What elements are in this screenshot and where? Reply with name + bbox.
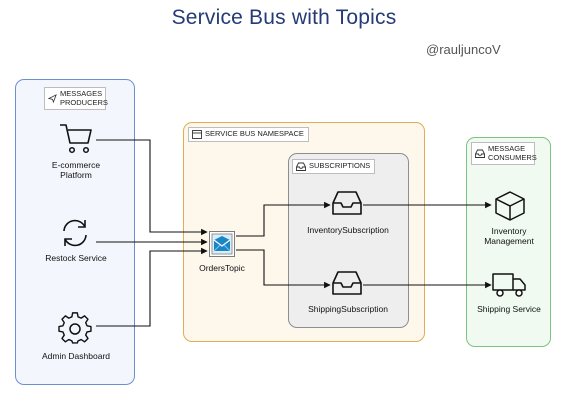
- namespace-group-label: SERVICE BUS NAMESPACE: [188, 127, 309, 142]
- consumers-group: [466, 137, 551, 347]
- consumer-label: Shipping Service: [477, 304, 541, 314]
- arrow-ecommerce-to-topic: [96, 139, 208, 236]
- consumer-label: Inventory Management: [484, 226, 534, 246]
- arrow-admin-to-topic: [96, 247, 208, 327]
- topic-envelope-icon: [209, 231, 235, 257]
- send-icon: [48, 94, 57, 103]
- subscriptions-group-title: SUBSCRIPTIONS: [309, 161, 371, 171]
- producer-label: E-commerce Platform: [51, 160, 101, 180]
- consumers-group-title: MESSAGE CONSUMERS: [488, 144, 537, 162]
- gear-icon: [58, 312, 92, 344]
- producers-group-title: MESSAGES PRODUCERS: [60, 89, 108, 107]
- arrow-topic-to-inventory-subscription: [236, 201, 331, 237]
- producer-label: Restock Service: [45, 253, 107, 263]
- shopping-cart-icon: [60, 124, 92, 154]
- refresh-icon: [63, 219, 87, 247]
- consumers-group-label: MESSAGE CONSUMERS: [471, 142, 537, 165]
- package-cube-icon: [495, 191, 525, 221]
- subscriptions-group-label: SUBSCRIPTIONS: [292, 159, 376, 174]
- inbox-tray-icon: [332, 271, 362, 295]
- subscription-label: InventorySubscription: [307, 225, 389, 235]
- diagram-title: Service Bus with Topics: [171, 6, 397, 29]
- producer-label: Admin Dashboard: [41, 351, 111, 361]
- subscription-label: ShippingSubscription: [308, 304, 388, 314]
- producers-group-label: MESSAGES PRODUCERS: [44, 87, 108, 110]
- arrow-topic-to-shipping-subscription: [236, 249, 331, 289]
- inbox-icon: [475, 149, 485, 158]
- topic-label: OrdersTopic: [199, 263, 245, 273]
- inbox-icon: [296, 162, 306, 171]
- window-icon: [192, 130, 202, 139]
- author-handle: @rauljuncoV: [426, 42, 501, 57]
- subscriptions-group: [288, 153, 409, 328]
- delivery-truck-icon: [492, 273, 526, 297]
- inbox-tray-icon: [332, 191, 362, 215]
- namespace-group-title: SERVICE BUS NAMESPACE: [205, 129, 304, 139]
